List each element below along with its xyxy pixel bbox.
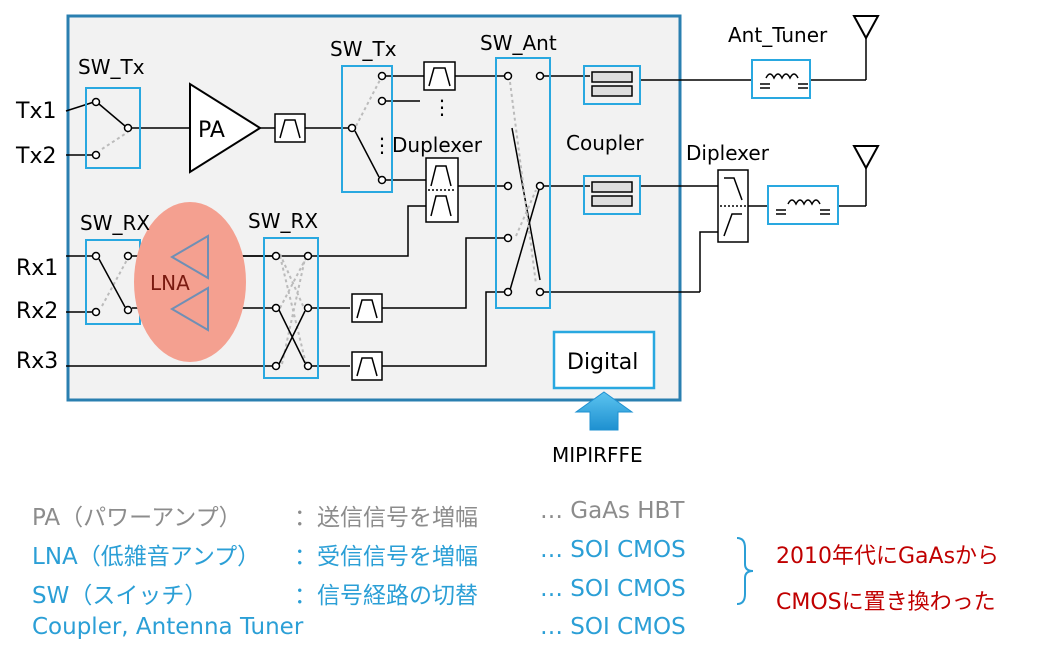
port-tx1: Tx1 <box>15 99 56 124</box>
antenna-icons <box>852 15 880 171</box>
tx-dots-1: ⋮ <box>432 95 452 119</box>
legend-name: SW（スイッチ） <box>32 583 208 609</box>
mipi-arrow <box>574 391 634 431</box>
diplexer-block <box>717 169 749 243</box>
tx-dots-2: ⋮ <box>372 133 392 157</box>
legend-name: LNA（低雑音アンプ） <box>32 544 261 570</box>
legend-name: Coupler, Antenna Tuner <box>32 614 304 640</box>
mipi-label: MIPIRFFE <box>552 443 643 467</box>
sw-rx-output-label: SW_RX <box>80 211 150 235</box>
port-rx3: Rx3 <box>16 349 58 374</box>
sw-rx-band-label: SW_RX <box>248 209 318 233</box>
legend-tech: … GaAs HBT <box>540 498 685 524</box>
sw-tx-input-switch <box>85 87 141 169</box>
inactive-paths <box>101 79 537 365</box>
note-line-1: 2010年代にGaAsから <box>776 544 1000 569</box>
port-tx2: Tx2 <box>15 144 56 169</box>
sw-ant-label: SW_Ant <box>480 31 557 55</box>
band-filters <box>274 61 456 381</box>
sw-tx-input-label: SW_Tx <box>78 55 145 79</box>
lna-highlight <box>134 202 246 362</box>
pa-triangle <box>189 82 262 174</box>
port-rx1: Rx1 <box>16 256 58 281</box>
digital-block <box>552 330 656 390</box>
ant-tuner-label: Ant_Tuner <box>728 23 828 47</box>
duplexer-label: Duplexer <box>392 133 483 157</box>
digital-label: Digital <box>567 350 638 375</box>
legend-tech: … SOI CMOS <box>540 614 686 640</box>
sw-tx-band-label: SW_Tx <box>330 37 397 61</box>
pa-label: PA <box>198 118 225 143</box>
legend-name: PA（パワーアンプ） <box>32 505 242 531</box>
legend-brace <box>736 537 754 605</box>
legend-tech: … SOI CMOS <box>540 537 686 563</box>
sw-rx-band-switch <box>263 237 319 379</box>
lna-2-triangle <box>170 286 209 332</box>
legend-tech: … SOI CMOS <box>540 576 686 602</box>
legend-desc: ：送信信号を増幅 <box>294 505 478 531</box>
legend-desc: ：信号経路の切替 <box>294 583 478 609</box>
coupler-label: Coupler <box>566 131 644 155</box>
lna-label: LNA <box>150 271 190 295</box>
note-line-2: CMOSに置き換わった <box>776 590 996 615</box>
lna-1-triangle <box>170 234 209 280</box>
legend-desc: ：受信信号を増幅 <box>294 544 478 570</box>
port-rx2: Rx2 <box>16 299 58 324</box>
duplexer-block <box>425 157 459 223</box>
antenna-tuner-blocks <box>751 59 839 225</box>
sw-tx-band-switch <box>341 65 393 193</box>
sw-antenna-switch <box>495 57 551 309</box>
coupler-blocks <box>583 65 641 215</box>
diplexer-label: Diplexer <box>686 141 770 165</box>
